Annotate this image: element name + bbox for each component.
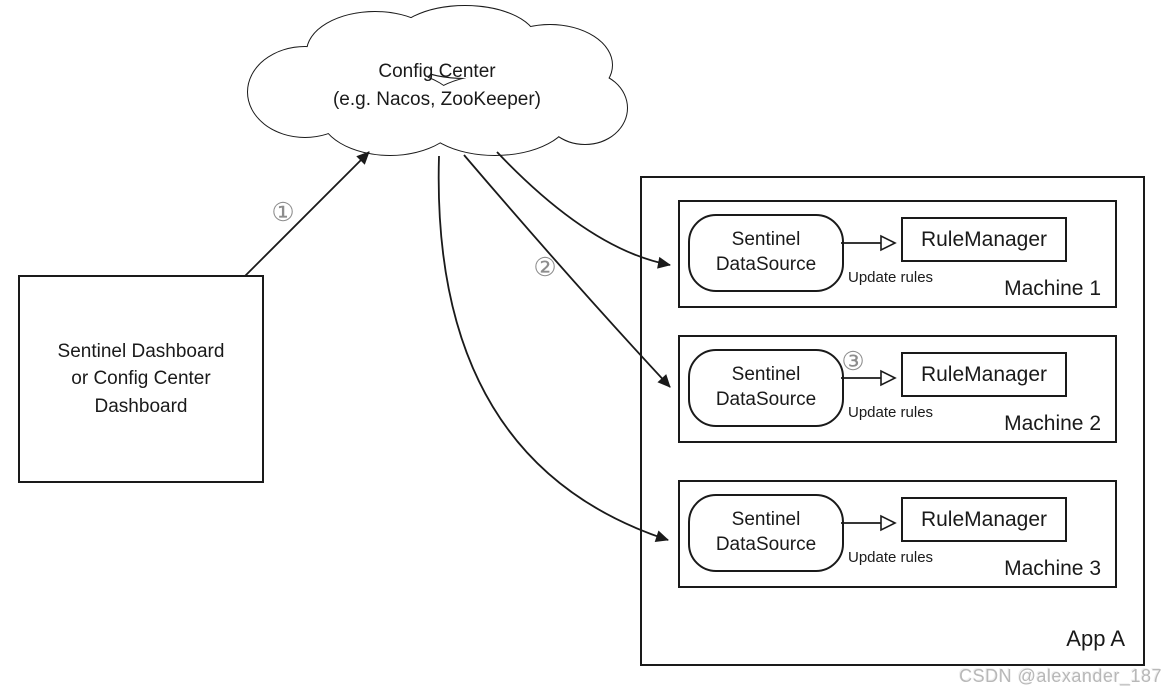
machine-2-datasource-label: Sentinel DataSource [715,364,817,410]
app-a-label: App A [1066,626,1125,651]
step-3-badge: ③ [841,346,865,376]
machine-3-box: Sentinel DataSource RuleManager Update r… [678,480,1117,588]
machine-1-rulemanager: RuleManager [901,217,1067,262]
config-center-title: Config Center [378,61,496,82]
machine-3-sentinel-datasource: Sentinel DataSource [688,494,844,572]
machine-3-rulemanager: RuleManager [901,497,1067,542]
machine-1-box: Sentinel DataSource RuleManager Update r… [678,200,1117,308]
machine-3-datasource-label: Sentinel DataSource [715,509,817,555]
machine-2-box: Sentinel DataSource RuleManager Update r… [678,335,1117,443]
step-1-badge: ① [271,197,295,227]
machine-3-rulemanager-label: RuleManager [920,507,1048,531]
machine-2-sentinel-datasource: Sentinel DataSource [688,349,844,427]
csdn-watermark: CSDN @alexander_187 [959,666,1162,686]
machine-2-rulemanager-label: RuleManager [920,362,1048,386]
machine-2-rulemanager: RuleManager [901,352,1067,397]
app-a-box: Sentinel DataSource RuleManager Update r… [640,176,1145,666]
machine-1-rulemanager-label: RuleManager [920,227,1048,251]
arrow-dashboard-to-cloud [244,151,370,277]
machine-2-name: Machine 2 [1004,412,1101,435]
config-center-cloud-label: Config Center (e.g. Nacos, ZooKeeper) [262,58,612,113]
machine-1-name: Machine 1 [1004,277,1101,300]
machine-3-update-rules-label: Update rules [848,549,934,566]
arrow-cloud-to-machine3 [437,155,669,542]
step-2-badge: ② [533,252,557,282]
machine-2-update-rules-label: Update rules [848,404,934,421]
sentinel-dashboard-box: Sentinel Dashboard or Config Center Dash… [18,275,264,483]
machine-1-sentinel-datasource: Sentinel DataSource [688,214,844,292]
sentinel-dashboard-label: Sentinel Dashboard or Config Center Dash… [57,340,225,417]
machine-1-update-rules-label: Update rules [848,269,934,286]
machine-1-datasource-label: Sentinel DataSource [715,229,817,275]
config-center-subtitle: (e.g. Nacos, ZooKeeper) [332,88,542,110]
machine-3-name: Machine 3 [1004,557,1101,580]
